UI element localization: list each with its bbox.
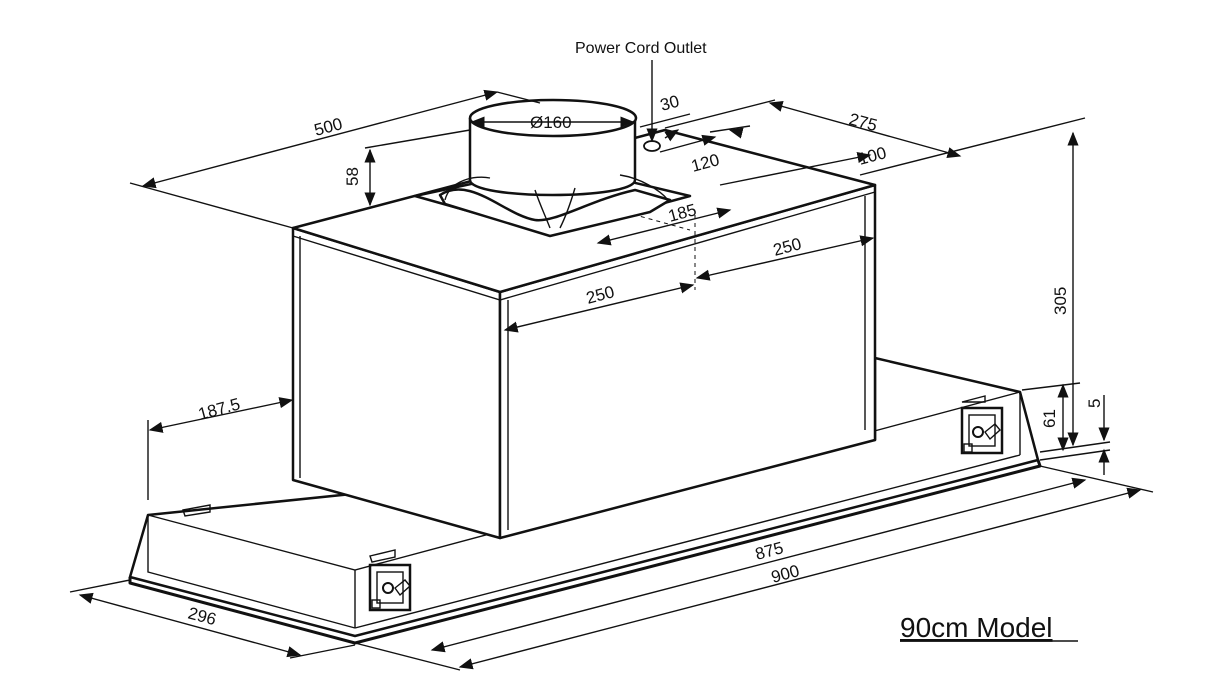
dim-275: 275 <box>847 110 879 136</box>
dim-30: 30 <box>658 92 681 115</box>
dimension-lines <box>69 89 1154 671</box>
dim-500: 500 <box>312 114 344 140</box>
dim-5: 5 <box>1085 399 1104 408</box>
dim-187-5: 187.5 <box>196 394 242 423</box>
power-cord-outlet <box>643 140 661 152</box>
power-cord-outlet-label: Power Cord Outlet <box>575 40 707 57</box>
dim-900: 900 <box>769 561 801 587</box>
dim-305: 305 <box>1051 287 1070 315</box>
dim-61: 61 <box>1040 409 1059 428</box>
model-title: 90cm Model <box>900 612 1053 643</box>
dim-58: 58 <box>343 167 362 186</box>
mounting-bracket-right <box>960 406 1004 455</box>
dim-160: Ø160 <box>530 113 572 132</box>
dim-875: 875 <box>753 538 785 564</box>
dim-100: 100 <box>856 143 888 169</box>
mounting-bracket-left <box>368 563 412 612</box>
